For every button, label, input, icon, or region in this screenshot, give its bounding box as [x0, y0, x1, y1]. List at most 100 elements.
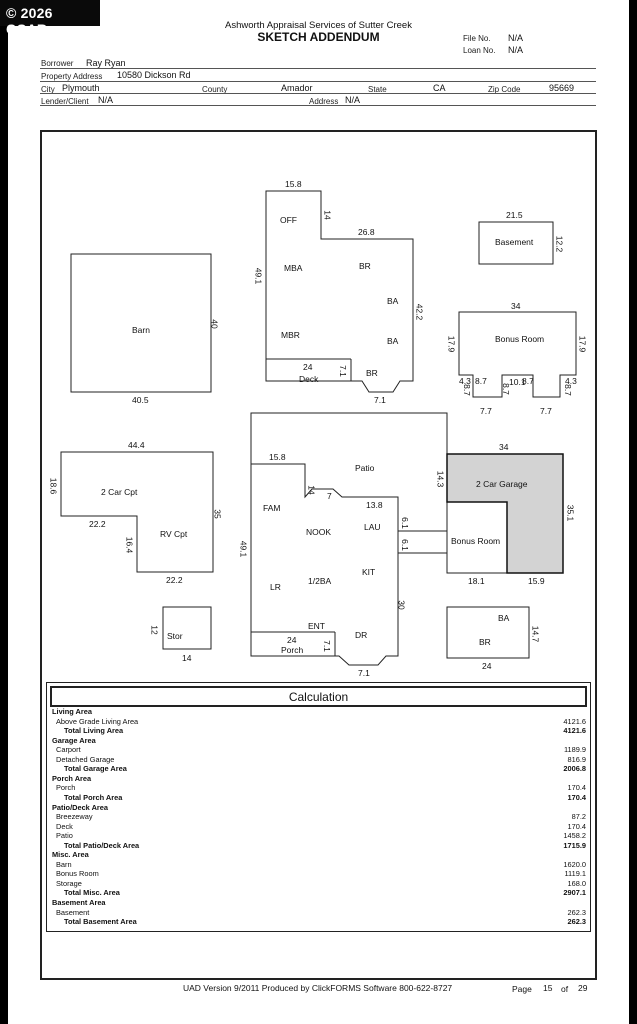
page-title: SKETCH ADDENDUM	[257, 30, 380, 44]
dimension-label: 22.2	[166, 575, 183, 585]
dimension-label: 4.3	[459, 376, 471, 386]
dimension-label: 30	[396, 600, 407, 610]
room-label: BA	[387, 296, 399, 306]
garage-outline	[446, 453, 564, 574]
calc-row: Patio/Deck Area	[52, 803, 586, 813]
calculation-frame	[46, 682, 591, 932]
dimension-label: 18.6	[48, 477, 59, 495]
calc-row-value: 1620.0	[563, 859, 586, 869]
calc-row: Deck 170.4	[52, 822, 586, 832]
dimension-label: 4.3	[565, 376, 577, 386]
calc-row-name: Total Garage Area	[64, 764, 127, 774]
room-label: NOOK	[306, 527, 332, 537]
calc-row-name: Breezeway	[56, 812, 93, 822]
file-no-label: File No.	[463, 34, 491, 43]
calc-row-name: Deck	[56, 821, 73, 831]
room-label: 1/2BA	[308, 576, 332, 586]
dimension-label: 6.1	[399, 517, 410, 529]
county-label: County	[202, 85, 228, 94]
calc-row-value: 2907.1	[563, 888, 586, 898]
dimension-label: 40.5	[132, 395, 149, 405]
form-line	[40, 81, 596, 82]
calc-row-value: 170.4	[567, 821, 587, 831]
room-label: Basement	[495, 237, 534, 247]
room-label: MBR	[281, 330, 300, 340]
room-label: Bonus Room	[451, 536, 501, 546]
calc-row-name: Patio/Deck Area	[52, 802, 109, 812]
calc-row: Total Misc. Area 2907.1	[52, 888, 586, 898]
state-label: State	[368, 85, 387, 94]
dimension-label: 14	[322, 210, 333, 220]
dimension-label: 14.3	[435, 470, 446, 488]
total-pages: 29	[578, 983, 588, 993]
dimension-label: 7.1	[374, 395, 386, 405]
floor-plan-sketch	[60, 190, 577, 666]
zip-value: 95669	[549, 83, 575, 93]
room-label: 2 Car Cpt	[101, 487, 138, 497]
produced-by: UAD Version 9/2011 Produced by ClickFORM…	[183, 983, 453, 993]
calc-row-name: Basement	[56, 907, 90, 917]
calc-row-name: Living Area	[52, 707, 92, 716]
calc-row-value: 1189.9	[563, 745, 586, 755]
form-line	[40, 93, 596, 94]
left-edge	[0, 0, 8, 1024]
dimension-label: 22.2	[89, 519, 106, 529]
calc-row-name: Total Misc. Area	[64, 888, 120, 898]
borrower-label: Borrower	[41, 59, 74, 68]
dimension-label: 14.7	[530, 625, 541, 643]
room-label: BR	[479, 637, 491, 647]
room-label: Deck	[299, 374, 319, 384]
zip-label: Zip Code	[488, 85, 521, 94]
calculation-title: Calculation	[50, 686, 587, 707]
room-label: Stor	[167, 631, 183, 641]
calc-row-name: Total Living Area	[64, 726, 124, 736]
room-label: Patio	[355, 463, 375, 473]
room-label: Porch	[281, 645, 304, 655]
dimension-label: 16.4	[124, 536, 135, 554]
calc-row-value: 4121.6	[563, 716, 586, 726]
room-label: LAU	[364, 522, 381, 532]
lower-house-outline	[250, 412, 448, 666]
room-label: 2 Car Garage	[476, 479, 528, 489]
dimension-label: 35	[212, 509, 223, 519]
calc-row-name: Barn	[56, 859, 72, 869]
dimension-label: 7	[327, 491, 332, 501]
dimension-label: 6.1	[399, 539, 410, 551]
dimension-label: 7.1	[358, 668, 370, 678]
calc-row-value: 262.3	[567, 917, 587, 927]
page-number: 15	[543, 983, 553, 993]
room-label: BA	[498, 613, 510, 623]
ba-br-outline	[446, 606, 530, 659]
room-label: BA	[387, 336, 399, 346]
calc-row-name: Garage Area	[52, 735, 96, 745]
dimension-label: 7.1	[321, 640, 332, 652]
dimension-label: 49.1	[253, 267, 264, 285]
lender-label: Lender/Client	[41, 97, 89, 106]
room-label: OFF	[280, 215, 297, 225]
room-label: RV Cpt	[160, 529, 188, 539]
dimension-label: 14	[182, 653, 192, 663]
dimension-label: 7.7	[480, 406, 492, 416]
calc-row: Porch Area	[52, 774, 586, 784]
dimension-label: 21.5	[506, 210, 523, 220]
calc-row-value: 170.4	[567, 783, 587, 793]
form-line	[40, 68, 596, 69]
address-value: N/A	[345, 95, 361, 105]
upper-house-outline	[265, 190, 414, 393]
calc-row: Garage Area	[52, 736, 586, 746]
calc-row-name: Total Porch Area	[64, 792, 123, 802]
dimension-label: 14	[306, 485, 317, 495]
room-label: BR	[366, 368, 378, 378]
dimension-label: 8.7	[500, 383, 511, 395]
room-label: Barn	[132, 325, 150, 335]
